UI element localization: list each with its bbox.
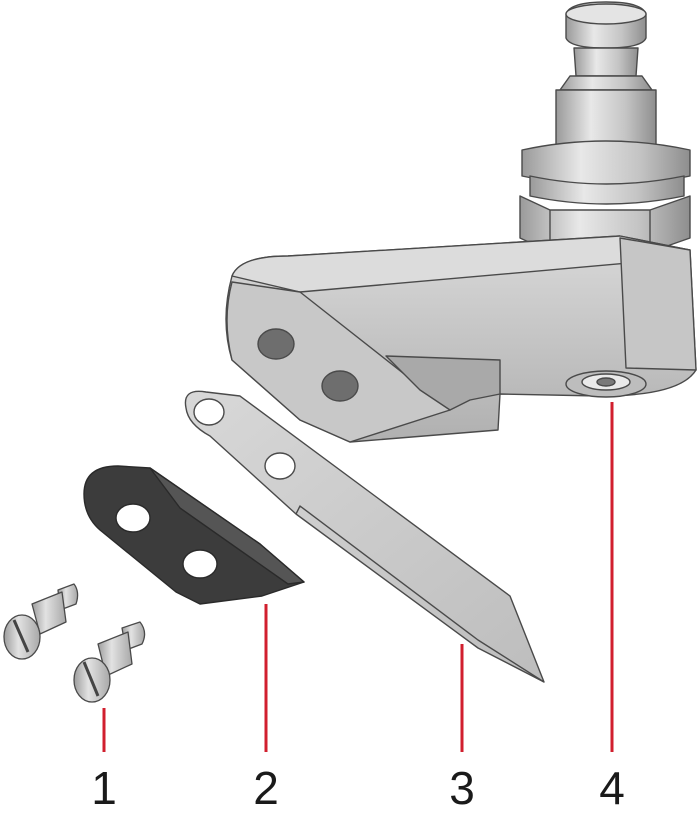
knife-holder-arm (225, 1, 697, 443)
callout-label-1: 1 (91, 762, 117, 814)
screw-left (3, 583, 79, 660)
callout-label-3: 3 (449, 762, 475, 814)
blade-clamp-plate (83, 465, 305, 605)
leader-lines (102, 402, 614, 752)
callout-label-2: 2 (253, 762, 279, 814)
callout-label-4: 4 (599, 762, 625, 814)
knife-blade (184, 390, 545, 683)
screw-right (73, 621, 146, 703)
callout-labels: 1 2 3 4 (91, 762, 625, 814)
